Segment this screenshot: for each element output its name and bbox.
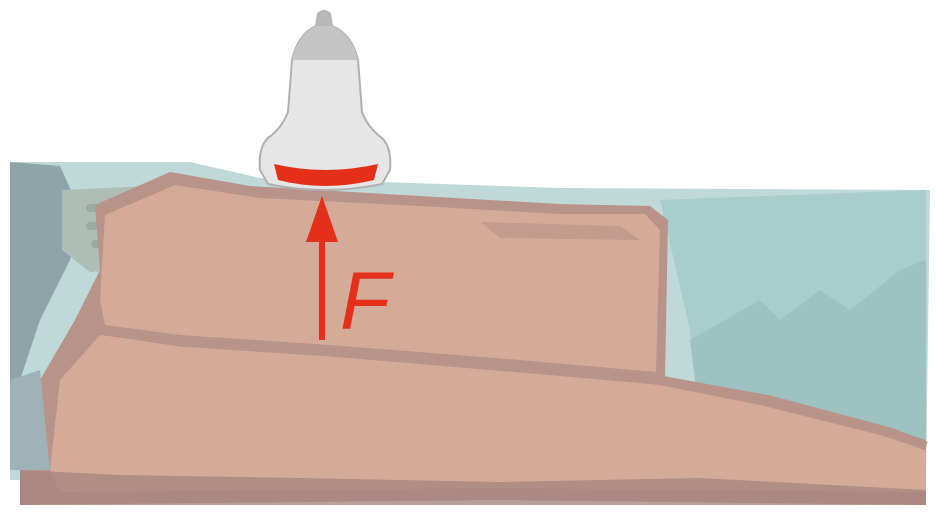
- force-label: F: [340, 256, 391, 347]
- force-arrow: [306, 196, 338, 340]
- ultrasound-probe: [258, 10, 392, 191]
- tissue-body: [10, 172, 928, 505]
- transducer-face: [274, 164, 378, 186]
